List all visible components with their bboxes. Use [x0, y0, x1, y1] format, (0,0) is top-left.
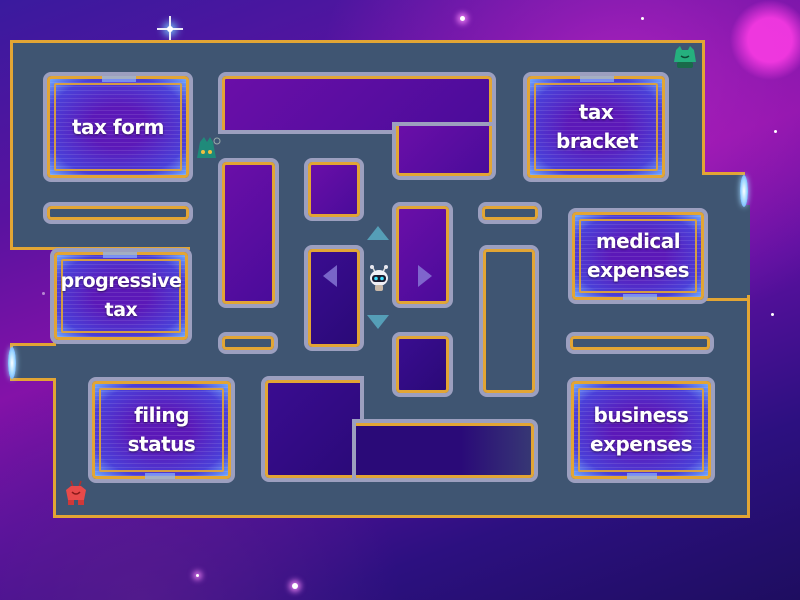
maze-edge — [705, 298, 750, 301]
answer-entrance — [145, 473, 175, 479]
answer-box-medical-expenses[interactable]: medical expenses — [568, 208, 708, 304]
maze-floor — [700, 175, 745, 205]
arrow-left-button[interactable] — [323, 265, 337, 287]
maze-wall-block — [218, 72, 496, 134]
star-decoration — [641, 17, 644, 20]
maze-wall-block — [392, 202, 453, 308]
answer-box-tax-form[interactable]: tax form — [43, 72, 193, 182]
maze-wall-block — [479, 245, 539, 397]
answer-label: filing status — [127, 403, 196, 456]
green-ghost-enemy-icon — [674, 46, 696, 68]
star-decoration — [774, 130, 777, 133]
maze-wall-bar — [218, 332, 278, 354]
answer-label: progressive tax — [60, 270, 182, 321]
maze-wall-block — [304, 158, 364, 221]
answer-entrance — [627, 473, 657, 479]
maze-wall-block — [304, 245, 364, 351]
maze-wall-bar — [566, 332, 714, 354]
player-robot-icon — [370, 265, 388, 291]
star-decoration — [167, 26, 173, 32]
maze-wall-block — [392, 332, 453, 397]
maze-wall-block — [261, 376, 364, 482]
star-decoration — [771, 313, 774, 316]
maze-wall-bar — [478, 202, 542, 224]
star-decoration — [196, 574, 199, 577]
answer-entrance — [580, 76, 614, 82]
answer-label: tax form — [71, 114, 165, 139]
teleport-portal-right — [740, 175, 748, 207]
answer-entrance — [103, 252, 137, 258]
maze-floor — [740, 295, 750, 518]
arrow-right-button[interactable] — [418, 265, 432, 287]
maze-wall-block — [352, 419, 538, 482]
maze-wall-block — [392, 122, 496, 180]
teleport-portal-left — [8, 347, 16, 379]
star-decoration — [460, 16, 465, 21]
maze-edge — [10, 247, 55, 250]
answer-box-business-expenses[interactable]: business expenses — [567, 377, 715, 483]
answer-label: medical expenses — [587, 229, 689, 282]
answer-box-progressive-tax[interactable]: progressive tax — [50, 248, 192, 344]
teal-ghost-enemy-icon — [197, 137, 221, 158]
answer-label: tax bracket — [556, 100, 638, 153]
arrow-up-button[interactable] — [367, 226, 389, 240]
answer-entrance — [623, 294, 657, 300]
maze-wall-bar — [43, 202, 193, 224]
star-decoration — [292, 583, 298, 589]
maze-wall-block — [218, 158, 279, 308]
answer-box-filing-status[interactable]: filing status — [88, 377, 235, 483]
answer-entrance — [102, 76, 136, 82]
answer-box-tax-bracket[interactable]: tax bracket — [523, 72, 669, 182]
answer-label: business expenses — [590, 403, 692, 456]
star-decoration — [42, 292, 45, 295]
red-ghost-enemy-icon — [66, 480, 86, 505]
arrow-down-button[interactable] — [367, 315, 389, 329]
